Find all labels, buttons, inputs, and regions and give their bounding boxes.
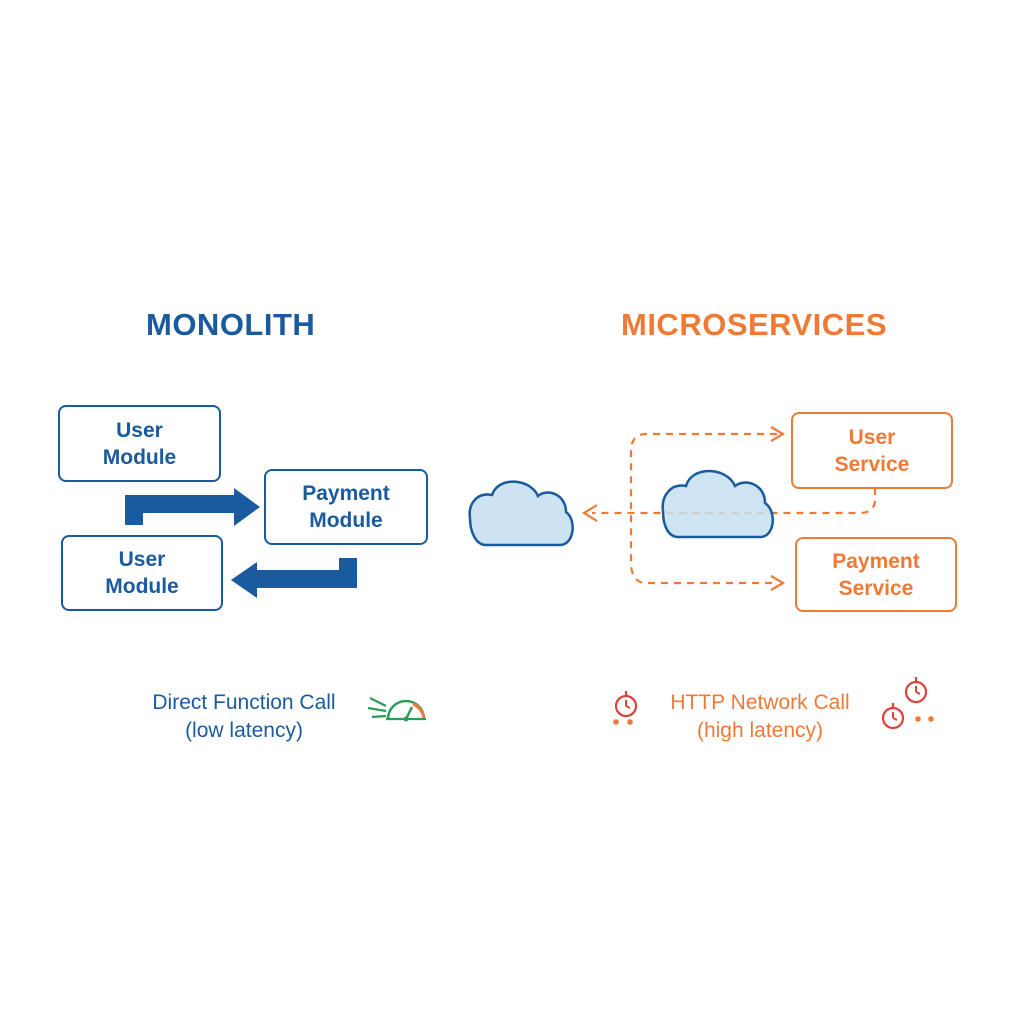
call-arrow-right (125, 488, 260, 526)
caption-line: (high latency) (696, 719, 824, 742)
stopwatch-icon (881, 703, 905, 730)
return-arrow-left (231, 558, 357, 598)
stopwatch-icon (904, 677, 928, 704)
cloud-icon (468, 480, 574, 547)
caption-line: HTTP Network Call (670, 691, 850, 714)
microservices-title: MICROSERVICES (621, 307, 888, 342)
user-module-box: User Module (58, 405, 221, 482)
speedometer-wing-icon (367, 697, 426, 722)
http-arrowheads (581, 426, 786, 591)
stopwatch-icon (614, 691, 638, 718)
monolith-title: MONOLITH (146, 307, 316, 342)
caption-line: Direct Function Call (152, 691, 336, 714)
user-module-box: User Module (61, 535, 223, 611)
microservices-caption: HTTP Network Call (high latency) (648, 689, 872, 745)
caption-line: (low latency) (185, 719, 303, 742)
monolith-caption: Direct Function Call (low latency) (122, 689, 366, 745)
payment-service-box: Payment Service (795, 537, 957, 612)
user-service-box: User Service (791, 412, 953, 489)
payment-module-box: Payment Module (264, 469, 428, 545)
cloud-icon (661, 469, 774, 539)
